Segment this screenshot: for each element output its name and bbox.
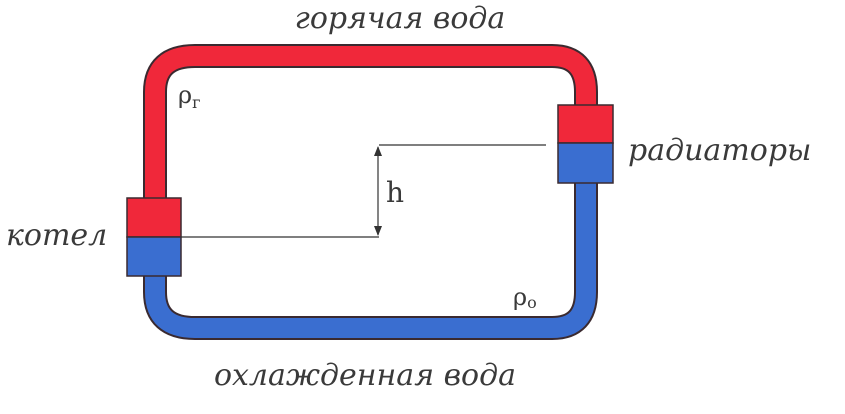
radiator: [557, 104, 614, 184]
hot-water-label: горячая вода: [295, 1, 506, 36]
boiler: [126, 197, 182, 277]
radiators-label: радиаторы: [628, 133, 811, 168]
hot-density-label: ρг: [178, 81, 201, 112]
height-label: h: [386, 176, 404, 209]
cooled-water-pipe: [143, 181, 598, 340]
cooled-water-label: охлажденная вода: [214, 358, 516, 393]
cold-density-label: ρo: [513, 283, 537, 312]
height-arrow: [374, 146, 382, 236]
boiler-label: котел: [6, 218, 107, 253]
hot-water-pipe: [143, 44, 598, 200]
